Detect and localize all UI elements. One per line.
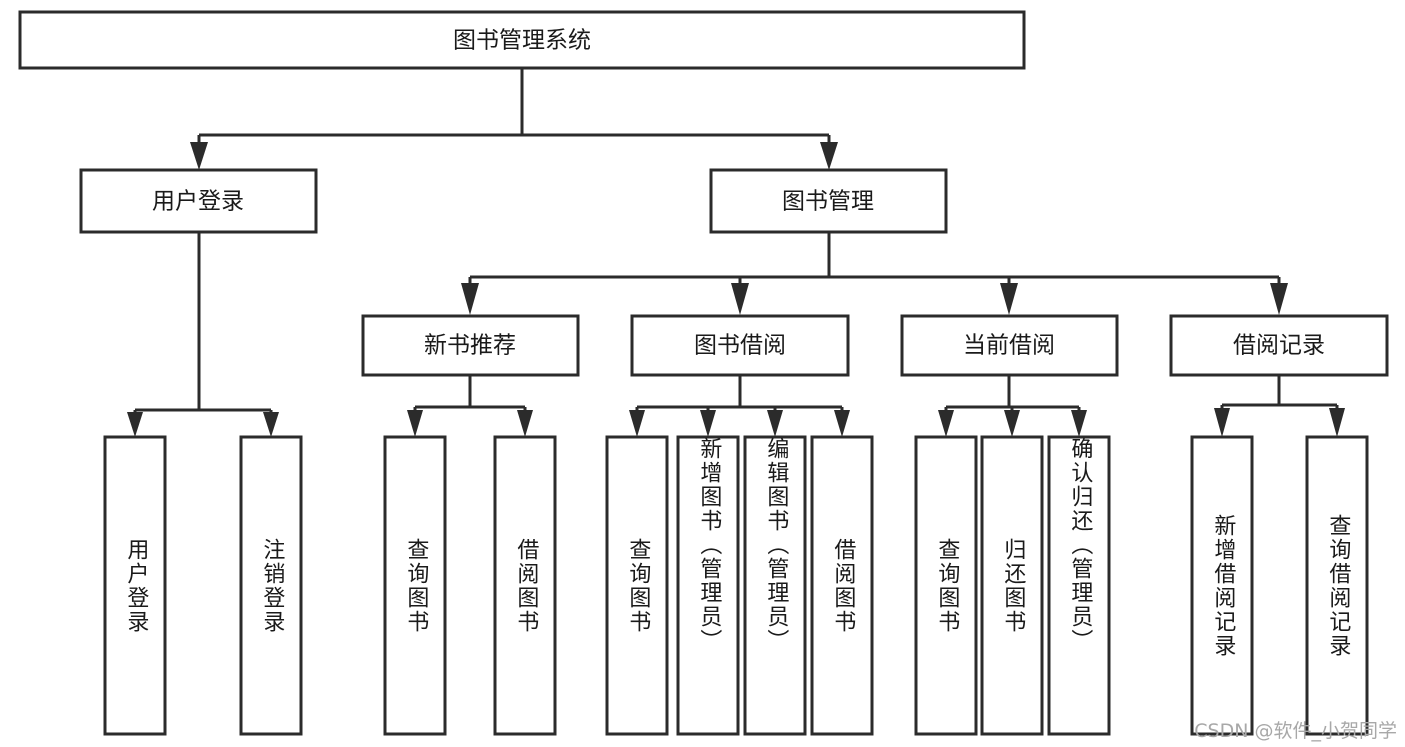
leaf-query-book-3-box[interactable] — [914, 435, 978, 736]
leaf-add-record-box[interactable] — [1190, 435, 1254, 736]
arrowhead-user-login — [190, 142, 208, 170]
arrowhead-book-manage — [820, 142, 838, 170]
node-new-book-recommend-label: 新书推荐 — [424, 333, 516, 359]
node-user-login-label: 用户登录 — [152, 189, 244, 215]
arrowhead-current-borrow — [1000, 283, 1018, 315]
node-user-login-box[interactable] — [79, 168, 318, 234]
arrowhead-leaf-add-book — [700, 410, 716, 437]
node-borrow-record-box[interactable] — [1169, 314, 1389, 377]
arrowhead-leaf-borrow-book-1 — [517, 410, 533, 437]
leaf-query-book-1-box[interactable] — [383, 435, 447, 736]
leaf-logout-box[interactable] — [239, 435, 303, 736]
arrowhead-leaf-query-book-3 — [938, 410, 954, 437]
arrowhead-leaf-user-login — [127, 412, 143, 437]
leaf-query-record-box[interactable] — [1305, 435, 1369, 736]
node-new-book-recommend-box[interactable] — [361, 314, 580, 377]
leaf-confirm-return-box[interactable] — [1047, 435, 1111, 736]
arrowhead-leaf-return-book — [1004, 410, 1020, 437]
leaf-box-group — [103, 435, 1369, 736]
arrowhead-leaf-edit-book — [767, 410, 783, 437]
arrowhead-leaf-borrow-book-2 — [834, 410, 850, 437]
node-borrow-record[interactable]: 借阅记录 — [1169, 314, 1389, 377]
node-current-borrow-label: 当前借阅 — [963, 333, 1055, 359]
node-title-system-label: 图书管理系统 — [453, 28, 591, 54]
node-book-manage-label: 图书管理 — [782, 189, 874, 215]
leaf-borrow-book-1-box[interactable] — [493, 435, 557, 736]
connector-group — [127, 68, 1345, 437]
leaf-query-book-2-box[interactable] — [605, 435, 669, 736]
arrowhead-new-book-recommend — [461, 283, 479, 315]
arrowhead-leaf-query-book-1 — [407, 410, 423, 437]
node-book-borrow-label: 图书借阅 — [694, 333, 786, 359]
node-book-borrow[interactable]: 图书借阅 — [630, 314, 850, 377]
node-current-borrow-box[interactable] — [900, 314, 1119, 377]
arrowhead-leaf-add-record — [1214, 408, 1230, 437]
node-book-borrow-box[interactable] — [630, 314, 850, 377]
leaf-borrow-book-2-box[interactable] — [810, 435, 874, 736]
leaf-return-book-box[interactable] — [980, 435, 1044, 736]
arrowhead-leaf-confirm-return — [1071, 410, 1087, 437]
arrowhead-leaf-logout — [263, 412, 279, 437]
arrowhead-book-borrow — [731, 283, 749, 315]
leaf-user-login-box[interactable] — [103, 435, 167, 736]
arrowhead-borrow-record — [1270, 283, 1288, 315]
watermark-text: CSDN @软件_小贺同学 — [1194, 720, 1397, 742]
node-new-book-recommend[interactable]: 新书推荐 — [361, 314, 580, 377]
node-current-borrow[interactable]: 当前借阅 — [900, 314, 1119, 377]
node-book-manage[interactable]: 图书管理 — [709, 168, 948, 234]
node-user-login[interactable]: 用户登录 — [79, 168, 318, 234]
arrowhead-leaf-query-record — [1329, 408, 1345, 437]
leaf-add-book-box[interactable] — [676, 435, 740, 736]
leaf-edit-book-box[interactable] — [743, 435, 807, 736]
node-borrow-record-label: 借阅记录 — [1233, 333, 1325, 359]
node-title-system-box[interactable] — [18, 10, 1026, 70]
node-title-system[interactable]: 图书管理系统 — [18, 10, 1026, 70]
arrowhead-leaf-query-book-2 — [629, 410, 645, 437]
node-book-manage-box[interactable] — [709, 168, 948, 234]
